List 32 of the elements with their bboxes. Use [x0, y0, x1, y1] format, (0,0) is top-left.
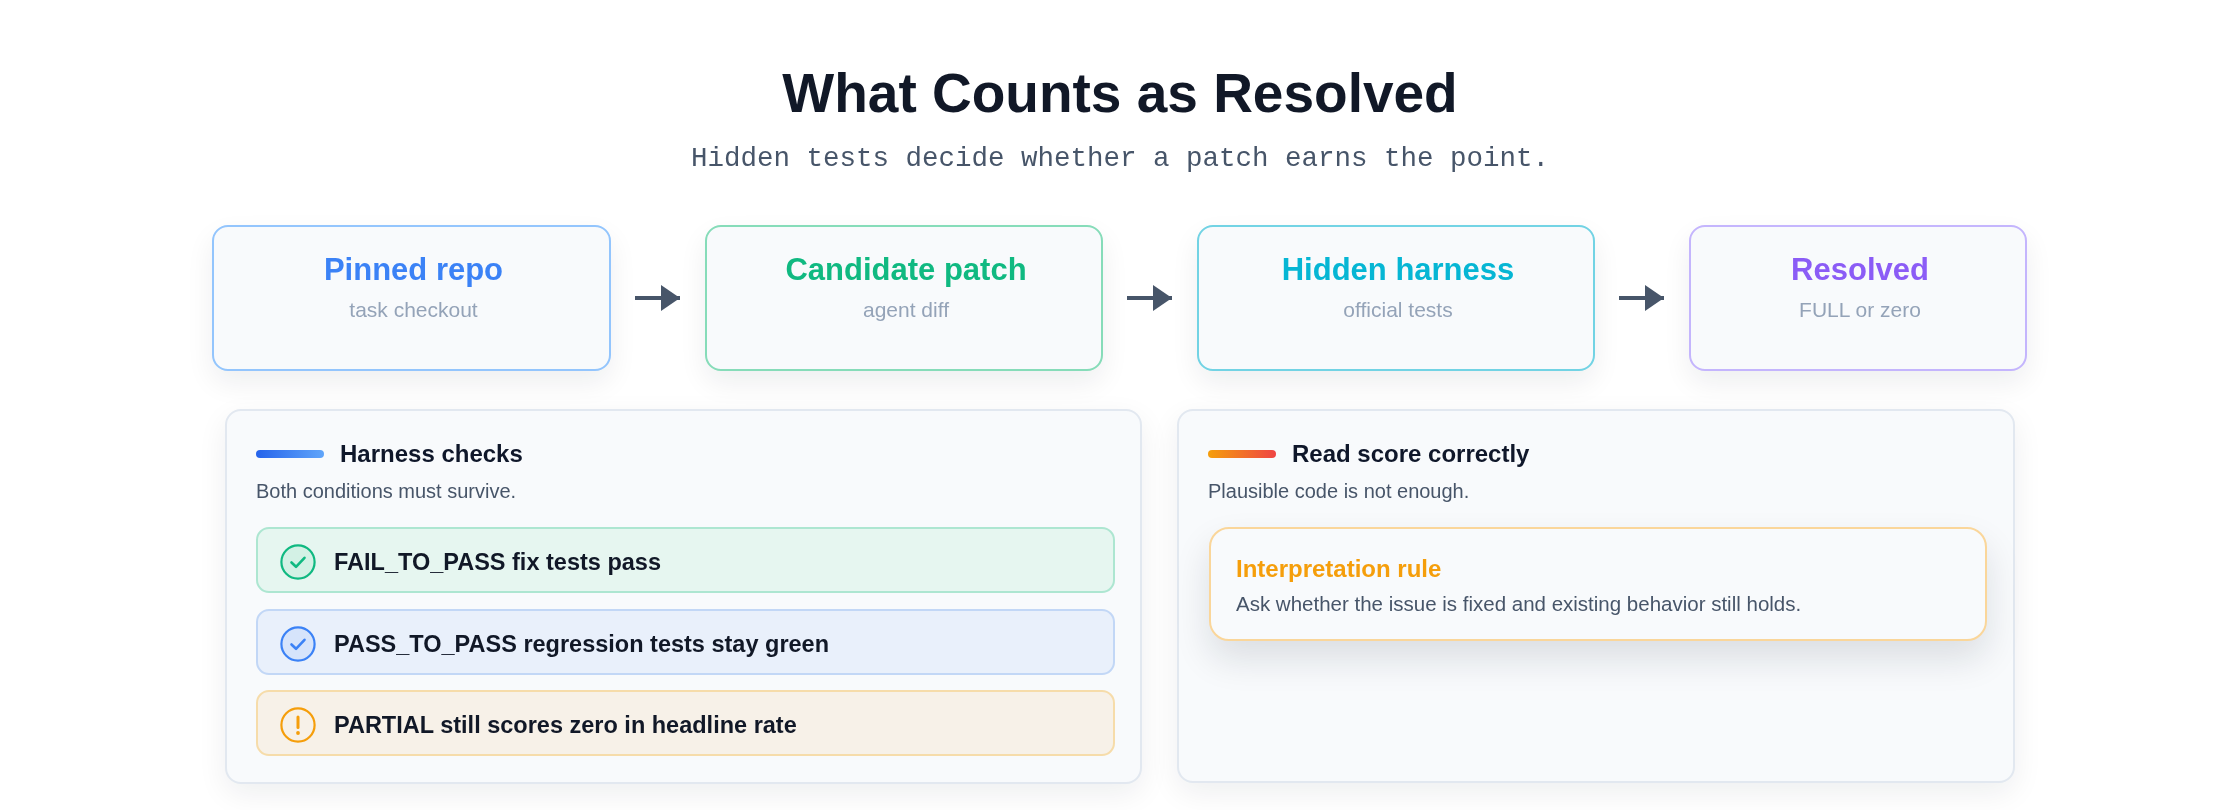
panel-heading: Read score correctly [1292, 439, 1530, 469]
status-row [256, 609, 1115, 675]
panel-subtitle: Both conditions must survive. [256, 479, 517, 503]
step-subtitle: official tests [1343, 297, 1453, 323]
process-box [1197, 225, 1595, 371]
panel-heading: Harness checks [340, 439, 523, 469]
step-title: Resolved [1791, 251, 1929, 289]
rule-card [1209, 527, 1987, 641]
step-title: Hidden harness [1281, 251, 1515, 289]
process-box [705, 225, 1103, 371]
row-text: FAIL_TO_PASS fix tests pass [334, 547, 661, 577]
card-title: Interpretation rule [1236, 554, 1442, 584]
card-text: Ask whether the issue is fixed and existing behavior still holds. [1236, 591, 1802, 617]
status-row [256, 690, 1115, 756]
subtitle-text: Hidden tests decide whether a patch earns the point. [690, 141, 1550, 175]
arrow [635, 285, 680, 311]
step-subtitle: agent diff [863, 297, 949, 323]
process-box [1689, 225, 2027, 371]
status-row [256, 527, 1115, 593]
diagram-title: What Counts as Resolved [782, 61, 1458, 126]
row-text: PARTIAL still scores zero in headline rate [334, 710, 797, 740]
step-title: Candidate patch [785, 251, 1027, 289]
step-subtitle: FULL or zero [1799, 297, 1921, 323]
arrow [1619, 285, 1664, 311]
panel-card [225, 409, 1142, 784]
panel-card [1177, 409, 2015, 783]
process-box [212, 225, 611, 371]
row-text: PASS_TO_PASS regression tests stay green [334, 629, 829, 659]
step-subtitle: task checkout [349, 297, 478, 323]
panel-subtitle: Plausible code is not enough. [1208, 479, 1470, 503]
arrow [1127, 285, 1172, 311]
step-title: Pinned repo [323, 251, 504, 289]
